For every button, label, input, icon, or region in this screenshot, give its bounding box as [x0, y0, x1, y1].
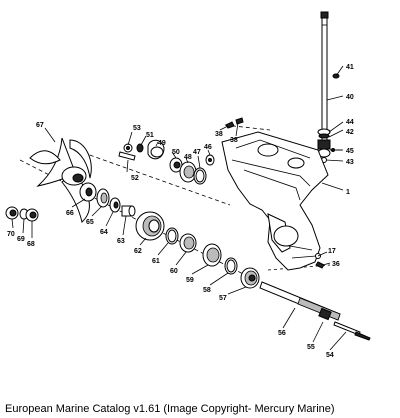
label-70: 70 — [7, 231, 15, 238]
label-62: 62 — [134, 248, 142, 255]
driveshaft — [320, 11, 329, 141]
exploded-parts-diagram: 41 40 44 42 45 43 1 17 36 38 38 53 51 49… — [5, 11, 371, 359]
label-54: 54 — [326, 352, 334, 359]
label-53: 53 — [133, 125, 141, 132]
label-36: 36 — [332, 261, 340, 268]
label-48: 48 — [184, 154, 192, 161]
forward-gear-assembly — [118, 139, 215, 185]
image-caption: European Marine Catalog v1.61 (Image Cop… — [5, 403, 335, 415]
part-labels: 41 40 44 42 45 43 1 17 36 38 38 53 51 49… — [7, 64, 354, 359]
label-41: 41 — [346, 64, 354, 71]
label-42: 42 — [346, 129, 354, 136]
label-67: 67 — [36, 122, 44, 129]
label-44: 44 — [346, 119, 354, 126]
label-38-right: 38 — [230, 137, 238, 144]
label-47: 47 — [193, 149, 201, 156]
propeller-shaft — [259, 281, 371, 341]
propeller — [29, 137, 92, 223]
label-68: 68 — [27, 241, 35, 248]
label-57: 57 — [219, 295, 227, 302]
label-38-left: 38 — [215, 131, 223, 138]
label-63: 63 — [117, 238, 125, 245]
label-50: 50 — [172, 149, 180, 156]
label-17: 17 — [328, 248, 336, 255]
label-58: 58 — [203, 287, 211, 294]
label-55: 55 — [307, 344, 315, 351]
label-64: 64 — [100, 229, 108, 236]
label-66: 66 — [66, 210, 74, 217]
housing-screws — [225, 117, 244, 129]
label-40: 40 — [346, 94, 354, 101]
label-69: 69 — [17, 236, 25, 243]
propshaft-components — [79, 182, 260, 289]
label-1: 1 — [346, 189, 350, 196]
label-60: 60 — [170, 268, 178, 275]
trim-tab-hardware — [315, 253, 325, 269]
label-61: 61 — [152, 258, 160, 265]
label-52: 52 — [131, 175, 139, 182]
prop-nut-assembly — [5, 206, 39, 222]
gear-housing — [221, 131, 329, 271]
label-43: 43 — [346, 159, 354, 166]
label-65: 65 — [86, 219, 94, 226]
label-45: 45 — [346, 148, 354, 155]
leader-lines — [11, 65, 347, 351]
label-59: 59 — [186, 277, 194, 284]
label-51: 51 — [146, 132, 154, 139]
label-56: 56 — [278, 330, 286, 337]
label-46: 46 — [204, 144, 212, 151]
label-49: 49 — [158, 140, 166, 147]
